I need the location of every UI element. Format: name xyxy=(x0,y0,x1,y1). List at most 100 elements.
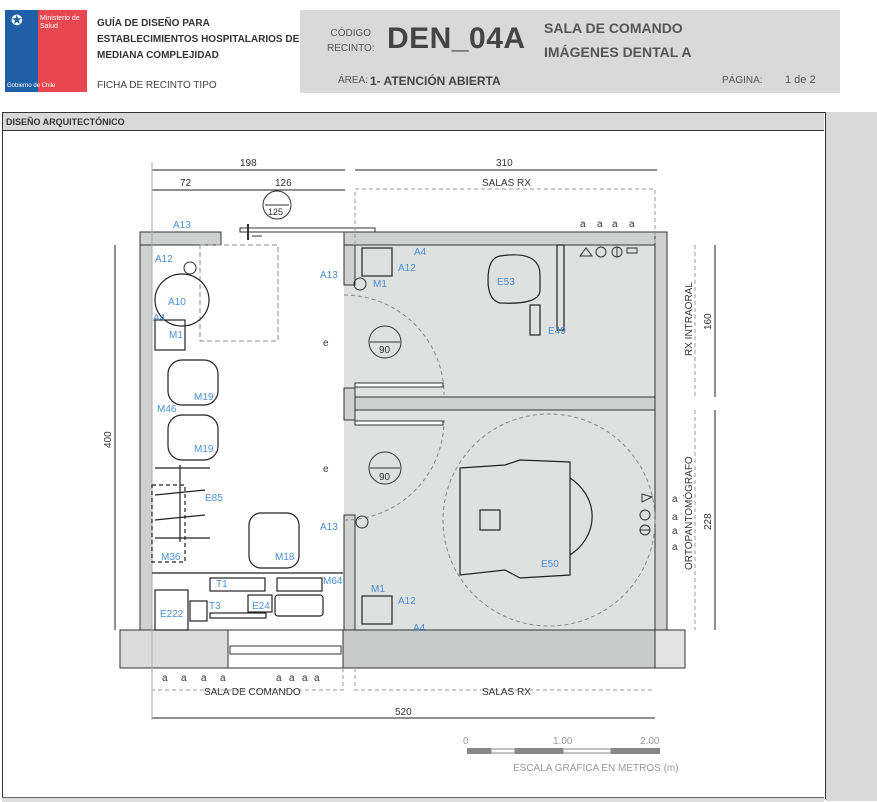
label-t3: T3 xyxy=(209,601,221,612)
page-label: PÁGINA: xyxy=(722,75,763,86)
side-strip xyxy=(826,112,877,801)
area-label: ÁREA: xyxy=(338,75,369,86)
label-m36: M36 xyxy=(161,552,181,563)
door-width-90: 90 xyxy=(379,345,391,356)
window xyxy=(227,629,344,669)
label-e50: E50 xyxy=(541,559,559,570)
dental-chair-e53 xyxy=(487,254,541,304)
dim-228: 228 xyxy=(703,513,714,530)
label-m19: M19 xyxy=(194,444,214,455)
code-label-line: RECINTO: xyxy=(327,43,375,54)
label-a12: A12 xyxy=(398,263,416,274)
door-width-125: 125 xyxy=(268,207,283,217)
rx-rooms-fill xyxy=(344,245,655,630)
guide-line: ESTABLECIMIENTOS HOSPITALARIOS DE xyxy=(97,34,300,45)
label-e85: E85 xyxy=(205,493,223,504)
outlet-marks: a a a a a a a a a a a a a a a a xyxy=(162,219,678,684)
guide-title: GUÍA DE DISEÑO PARA ESTABLECIMIENTOS HOS… xyxy=(97,16,299,64)
outlet-mark: a xyxy=(162,673,168,684)
outlet-mark: a xyxy=(597,219,603,230)
zone-sala-comando: SALA DE COMANDO xyxy=(204,687,301,698)
dim-72: 72 xyxy=(180,178,192,189)
equipment-e222 xyxy=(154,589,189,631)
zone-salas-rx: SALAS RX xyxy=(482,178,531,189)
outlet-mark: a xyxy=(672,512,678,523)
armchair xyxy=(167,414,219,461)
label-a12: A12 xyxy=(398,596,416,607)
dim-160: 160 xyxy=(703,313,714,330)
wall-rx-divider xyxy=(354,396,656,411)
label-m64: M64 xyxy=(323,576,343,587)
emergency-mark: e xyxy=(323,338,329,349)
label-a13: A13 xyxy=(320,522,338,533)
outlet-mark: a xyxy=(672,542,678,553)
dim-126: 126 xyxy=(275,178,292,189)
label-a10: A10 xyxy=(168,297,186,308)
dim-400: 400 xyxy=(103,431,114,448)
office-chair xyxy=(248,512,300,569)
label-a4: A4 xyxy=(413,623,426,634)
wall-bottom-right xyxy=(342,629,656,669)
code-label: CÓDIGO RECINTO: xyxy=(327,26,375,56)
cabinet-m1 xyxy=(154,319,186,351)
scale-tick-2: 2.00 xyxy=(640,736,660,747)
room-name: SALA DE COMANDO IMÁGENES DENTAL A xyxy=(544,16,692,64)
guide-line: MEDIANA COMPLEJIDAD xyxy=(97,50,219,61)
outlet-mark: a xyxy=(289,673,295,684)
outlet-mark: a xyxy=(612,219,618,230)
label-e53: E53 xyxy=(497,277,515,288)
government-text: Gobierno de Chile xyxy=(7,83,56,89)
outlet-symbols xyxy=(183,246,654,536)
wall-divider-bottom xyxy=(343,514,356,631)
sink xyxy=(154,273,210,327)
outlet-mark: a xyxy=(629,219,635,230)
monitor xyxy=(274,594,324,617)
label-a13: A13 xyxy=(320,270,338,281)
label-m19: M19 xyxy=(194,392,214,403)
label-m18: M18 xyxy=(275,552,295,563)
label-e49: E49 xyxy=(548,326,566,337)
outlet-mark: a xyxy=(672,494,678,505)
label-a4: A4 xyxy=(153,313,166,324)
dim-198: 198 xyxy=(240,158,257,169)
wall-top-left xyxy=(139,231,222,246)
label-e222: E222 xyxy=(160,609,184,620)
wall-left xyxy=(139,231,153,631)
scale-tick-0: 0 xyxy=(463,736,469,747)
zone-ortopantomografo: ORTOPANTOMÓGRAFO xyxy=(682,456,695,570)
zone-rx-intraoral: RX INTRAORAL xyxy=(684,282,695,356)
logo-ministry: Ministerio de Salud Gobierno de Chile xyxy=(7,10,87,92)
outlet-mark: a xyxy=(302,673,308,684)
scale-caption: ESCALA GRAFICA EN METROS (m) xyxy=(513,763,679,774)
door-markers xyxy=(262,190,402,485)
guide-line: GUÍA DE DISEÑO PARA xyxy=(97,18,210,29)
room-code: DEN_04A xyxy=(387,22,526,55)
dim-520: 520 xyxy=(395,707,412,718)
label-m46: M46 xyxy=(157,404,177,415)
section-bottom-divider xyxy=(2,797,824,802)
scale-bar xyxy=(467,748,660,754)
door-width-90: 90 xyxy=(379,472,391,483)
dim-310: 310 xyxy=(496,158,513,169)
emergency-mark: e xyxy=(323,464,329,475)
section-title: DISEÑO ARQUITECTÓNICO xyxy=(3,113,824,131)
armchair xyxy=(167,359,219,406)
wall-divider-top xyxy=(343,244,356,286)
coat-of-arms-icon: ✪ xyxy=(11,12,23,28)
label-e24: E24 xyxy=(252,601,270,612)
scale-tick-1: 1.00 xyxy=(553,736,573,747)
outlet-mark: a xyxy=(201,673,207,684)
label-m1: M1 xyxy=(373,279,387,290)
outlet-mark: a xyxy=(672,526,678,537)
room-name-line: SALA DE COMANDO xyxy=(544,20,683,36)
logo-gov-chile: ✪ xyxy=(5,10,38,92)
label-m1: M1 xyxy=(169,330,183,341)
label-a4: A4 xyxy=(414,247,427,258)
outlet-mark: a xyxy=(314,673,320,684)
wall-bottom-left xyxy=(119,629,229,669)
zone-salas-rx: SALAS RX xyxy=(482,687,531,698)
furniture xyxy=(151,244,593,631)
dimension-lines xyxy=(114,162,716,720)
wall-divider-mid xyxy=(343,387,356,421)
